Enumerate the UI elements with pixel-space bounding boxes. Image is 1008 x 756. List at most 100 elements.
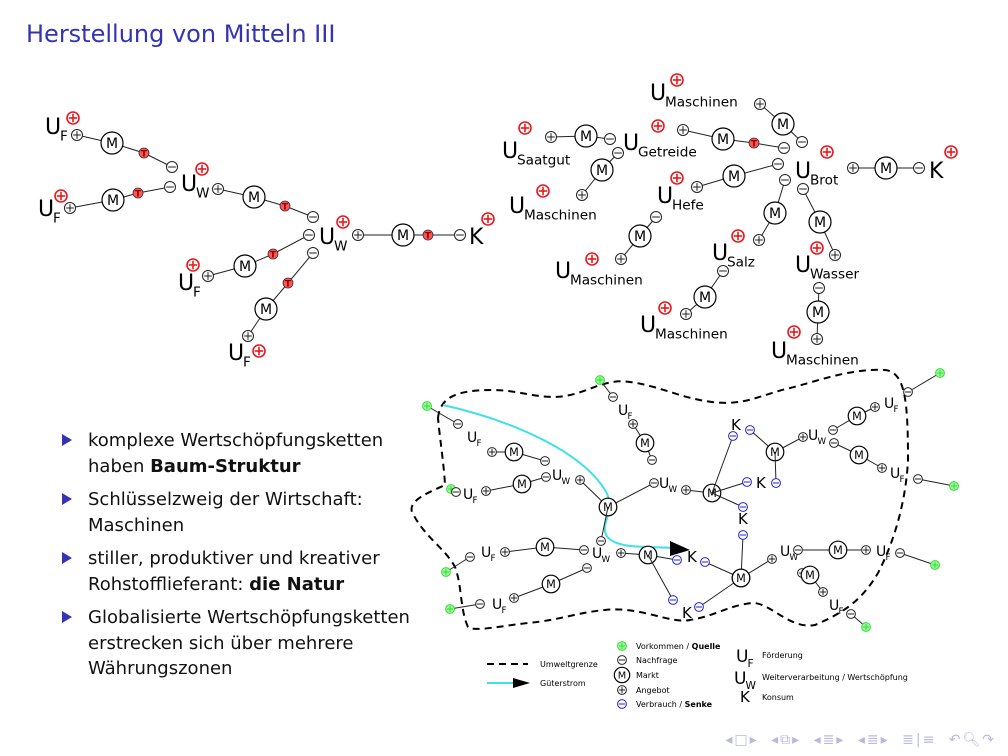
market-node: M <box>806 300 830 324</box>
source-plus-icon <box>949 481 959 491</box>
market-node: M <box>874 156 898 180</box>
supply-plus-icon <box>545 131 557 143</box>
legend-text: Förderung <box>762 651 803 660</box>
transport-label: T <box>141 150 148 160</box>
nav-section-icon[interactable]: ◂≣▸ <box>813 732 846 748</box>
supply-plus-icon <box>509 593 519 603</box>
market-node: M <box>849 445 869 465</box>
label-subscript: Saatgut <box>517 153 571 169</box>
label-main: U <box>319 225 335 250</box>
legend-flow-arrowhead <box>513 678 530 688</box>
label-subscript: W <box>746 680 757 692</box>
supply-plus-icon <box>500 547 510 557</box>
supply-plus-icon <box>753 234 765 246</box>
label-subscript: Hefe <box>672 198 704 214</box>
market-label: M <box>854 449 864 462</box>
supply-plus-icon <box>811 333 823 345</box>
sink-minus-icon <box>728 431 738 441</box>
connector-line <box>711 492 744 508</box>
bullet-text: komplexe Wertschöpfungsketten haben <box>88 430 384 477</box>
sink-minus-icon <box>668 595 678 605</box>
market-label: M <box>833 544 843 557</box>
supply-plus-icon <box>616 548 626 558</box>
label-main: U <box>650 81 666 106</box>
supply-plus-icon <box>487 447 497 457</box>
label-subscript: W <box>334 239 348 255</box>
sink-minus-icon <box>738 502 748 512</box>
connector-line <box>247 252 314 337</box>
demand-minus-icon <box>650 211 662 223</box>
demand-minus-icon <box>307 211 319 223</box>
label-main: U <box>736 647 748 667</box>
beamer-navigation: ◂□▸ ◂⧉▸ ◂≣▸ ◂≣▸ ≣|≡ ↶🔍︎↷ <box>719 732 996 748</box>
demand-minus-icon <box>903 387 913 397</box>
nav-subsection-icon[interactable]: ◂⧉▸ <box>771 732 802 748</box>
supply-plus-icon <box>847 162 859 174</box>
market-label: M <box>728 169 740 185</box>
supply-plus-icon <box>71 129 83 141</box>
goods-flow-arrowhead <box>670 541 690 556</box>
nav-section-icon[interactable]: ◂≣▸ <box>857 732 890 748</box>
demand-minus-icon <box>813 282 825 294</box>
market-node: M <box>731 568 751 588</box>
market-label: M <box>239 259 251 275</box>
demand-minus-icon <box>451 487 461 497</box>
demand-minus-icon <box>717 265 729 277</box>
source-plus-icon <box>617 641 627 651</box>
nav-toc-icon[interactable]: ≣|≡ <box>902 732 937 748</box>
label-main: U <box>829 598 839 614</box>
label-subscript: W <box>669 485 678 495</box>
node-label: K <box>682 604 693 622</box>
market-node: M <box>763 201 787 225</box>
market-label: M <box>852 410 862 423</box>
supply-plus-icon <box>352 229 364 241</box>
market-node: M <box>504 442 524 462</box>
market-label: M <box>805 569 815 582</box>
transport-node: T <box>132 187 144 200</box>
market-label: M <box>580 129 592 145</box>
market-node: M <box>541 574 561 594</box>
market-label: M <box>769 206 781 222</box>
label-subscript: Maschinen <box>524 208 597 224</box>
legend-text: Umweltgrenze <box>540 660 598 669</box>
label-subscript: F <box>193 285 201 301</box>
transport-node: T <box>748 137 760 150</box>
demand-minus-icon <box>913 474 923 484</box>
connector-line <box>426 405 459 425</box>
node-label: K <box>929 159 944 184</box>
red-plus-icon <box>787 325 801 339</box>
demand-minus-icon <box>612 147 624 159</box>
label-subscript: F <box>502 606 507 616</box>
label-main: U <box>618 403 628 419</box>
transport-node: T <box>422 229 434 242</box>
bullet-triangle-icon <box>62 493 72 505</box>
supply-plus-icon <box>818 587 828 597</box>
red-plus-icon <box>518 121 532 135</box>
nav-search-icon[interactable]: ↶🔍︎↷ <box>948 732 996 748</box>
supply-plus-icon <box>617 685 627 695</box>
label-subscript: F <box>839 607 844 617</box>
label-subscript: Maschinen <box>786 353 859 369</box>
label-subscript: W <box>818 437 827 447</box>
label-main: U <box>734 669 746 689</box>
market-label: M <box>106 136 118 152</box>
market-node: M <box>722 164 746 188</box>
connector-line <box>711 435 734 494</box>
market-node: M <box>628 224 652 248</box>
connector-line <box>207 234 310 277</box>
label-subscript: Brot <box>810 173 839 189</box>
nav-frame-icon[interactable]: ◂□▸ <box>725 732 759 748</box>
legend-text: Weiterverarbeitung / Wertschöpfung <box>762 673 908 682</box>
label-subscript: F <box>748 658 754 670</box>
legend-k-label: K <box>740 688 751 706</box>
label-main: U <box>45 115 61 140</box>
label-main: U <box>659 476 669 492</box>
sink-minus-icon <box>672 555 682 565</box>
